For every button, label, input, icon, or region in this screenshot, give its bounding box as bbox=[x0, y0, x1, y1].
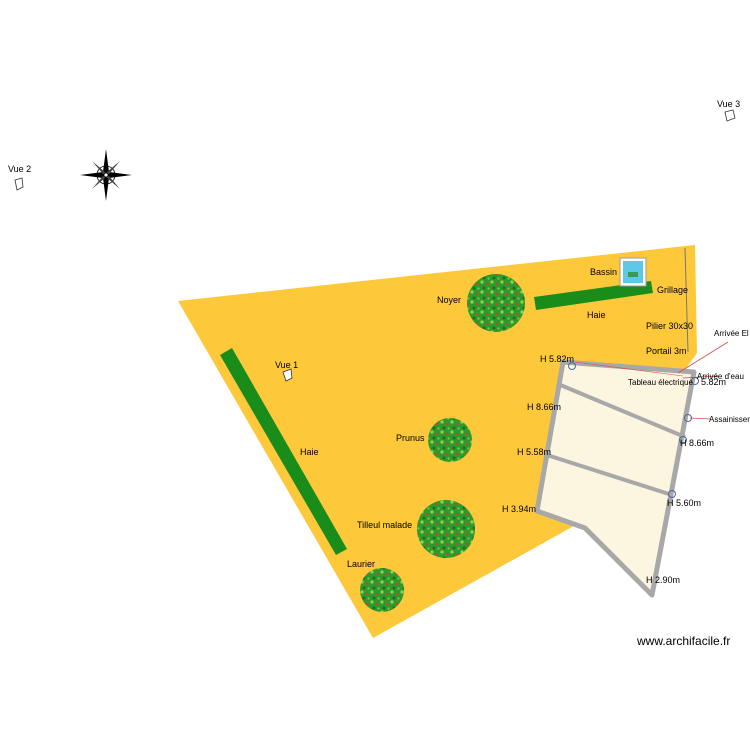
fence-line bbox=[684, 247, 689, 353]
pool bbox=[619, 257, 647, 287]
label-bassin: Bassin bbox=[590, 267, 617, 277]
label-portail: Portail 3m bbox=[646, 346, 687, 356]
label-prunus: Prunus bbox=[396, 433, 425, 443]
height-label: 5.82m bbox=[701, 377, 726, 387]
tree-prunus bbox=[428, 418, 472, 462]
height-label: H 5.60m bbox=[667, 498, 701, 508]
label-arrivee-el: Arrivée El bbox=[714, 329, 749, 338]
label-tableau: Tableau électrique bbox=[628, 378, 693, 387]
label-vue3: Vue 3 bbox=[717, 99, 740, 109]
height-label: H 8.66m bbox=[680, 438, 714, 448]
label-laurier: Laurier bbox=[347, 559, 375, 569]
tree-noyer bbox=[467, 274, 525, 332]
compass-rose-icon bbox=[80, 149, 132, 201]
camera-view-icon bbox=[14, 177, 24, 191]
height-label: H 8.66m bbox=[527, 402, 561, 412]
label-vue1: Vue 1 bbox=[275, 360, 298, 370]
camera-view-icon bbox=[724, 109, 736, 122]
site-watermark: www.archifacile.fr bbox=[636, 634, 730, 648]
tree-tilleul bbox=[417, 500, 475, 558]
height-label: H 2.90m bbox=[646, 575, 680, 585]
hedge-top bbox=[534, 281, 653, 310]
label-haie-left: Haie bbox=[300, 447, 319, 457]
label-tilleul: Tilleul malade bbox=[357, 520, 412, 530]
tree-laurier bbox=[360, 568, 404, 612]
label-haie-top: Haie bbox=[587, 310, 606, 320]
label-grillage: Grillage bbox=[657, 285, 688, 295]
utility-markers bbox=[568, 362, 699, 498]
height-label: H 3.94m bbox=[502, 504, 536, 514]
height-label: H 5.58m bbox=[517, 447, 551, 457]
label-pilier: Pilier 30x30 bbox=[646, 321, 693, 331]
hedge-left bbox=[220, 348, 347, 555]
label-assainissement: Assainissem bbox=[709, 415, 750, 424]
building bbox=[534, 359, 697, 598]
label-noyer: Noyer bbox=[437, 295, 461, 305]
annotation-lines bbox=[574, 341, 729, 420]
camera-view-icon bbox=[282, 368, 293, 382]
height-label: H 5.82m bbox=[540, 354, 574, 364]
label-arrivee-eau: Arrivée d'eau bbox=[697, 372, 744, 381]
label-vue2: Vue 2 bbox=[8, 164, 31, 174]
